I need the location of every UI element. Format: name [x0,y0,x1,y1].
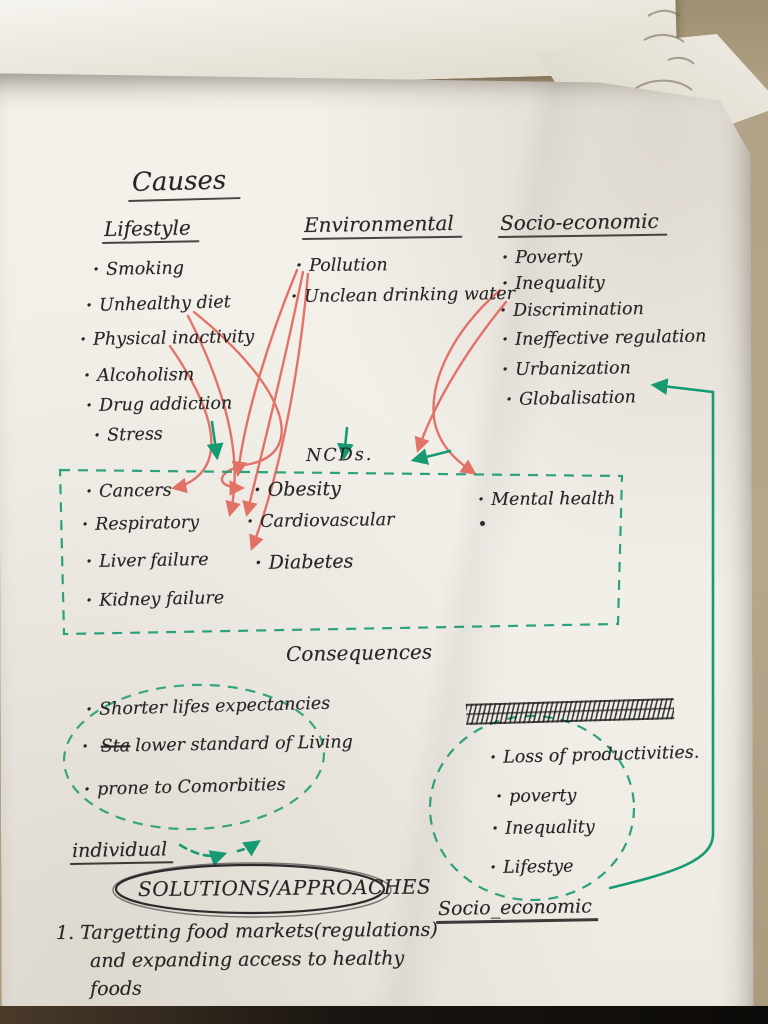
disease-item: Diabetes [255,550,353,574]
socio-consequence-item: Lifestye [490,857,574,878]
lifestyle-item: Drug addiction [86,393,233,416]
socioeconomic-item: Discrimination [500,299,644,321]
disease-item: Cancers [86,481,172,502]
lifestyle-heading: Lifestyle [101,215,199,244]
disease-item: Cardiovascular [247,510,395,532]
table-edge-shadow [0,1006,768,1024]
lifestyle-item: Physical inactivity [80,327,254,350]
socioeconomic-item: Inequality [502,273,605,294]
socioeconomic-item: Globalisation [506,387,636,410]
lifestyle-item: Unhealthy diet [86,292,231,316]
disease-item: Liver failure [86,550,209,572]
socio-consequence-item: poverty [496,786,577,807]
lifestyle-item: Smoking [93,258,184,280]
environmental-item: Unclean drinking water [291,284,515,307]
consequence-text: lower standard of Living [134,732,353,757]
socioeconomic-heading: Socio-economic [497,208,667,238]
consequences-heading: Consequences [285,639,433,666]
environmental-heading: Environmental [301,210,462,240]
individual-label: individual [69,838,174,865]
socio-consequence-item: Inequality [492,817,595,839]
disease-item: Mental health [478,489,615,510]
lifestyle-item: Stress [94,424,163,446]
socio-economic-label: Socio_economic [435,895,599,924]
disease-item: Kidney failure [86,588,224,611]
socioeconomic-item: Poverty [502,247,582,268]
environmental-item: Pollution [296,255,388,276]
stray-bullet-dot [480,521,485,526]
crossed-out-text: Sta [100,736,131,757]
socioeconomic-item: Urbanization [502,358,631,380]
solution-line: 1. Targetting food markets(regulations) [55,918,438,944]
ncds-label: NCDs. [305,444,374,466]
lifestyle-item: Alcoholism [84,365,194,386]
solution-line: foods [89,977,142,1000]
causes-title: Causes [127,165,241,202]
solution-line: and expanding access to healthy [89,947,405,972]
solutions-heading: SOLUTIONS/APPROACHES [137,874,432,901]
disease-item: Obesity [254,478,340,501]
disease-item: Respiratory [82,513,199,535]
socioeconomic-item: Ineffective regulation [502,326,707,350]
